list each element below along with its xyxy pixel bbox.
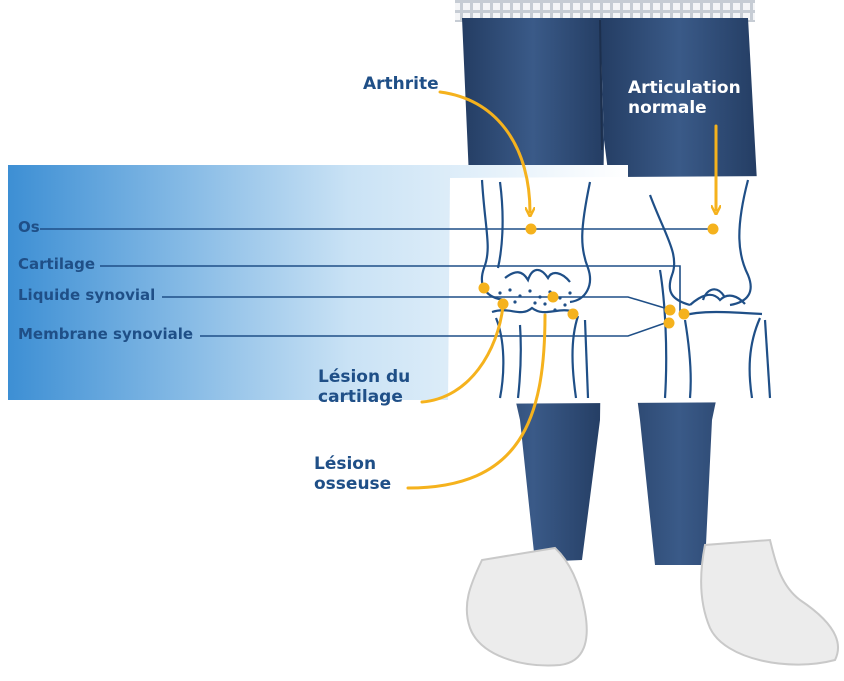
label-articulation-normale-line1: Articulation [628, 79, 741, 99]
label-os: Os [18, 219, 40, 236]
label-articulation-normale-line2: normale [628, 99, 741, 119]
dot-membrane-left [568, 309, 579, 320]
dot-membrane-normal [664, 318, 675, 329]
label-membrane-synoviale: Membrane synoviale [18, 326, 193, 343]
label-lesion-osseuse-line1: Lésion [314, 455, 391, 475]
dot-os-normal [708, 224, 719, 235]
knee-xray-panel [448, 176, 786, 404]
dot-cartilage-left [479, 283, 490, 294]
label-arthrite: Arthrite [363, 75, 439, 95]
label-lesion-osseuse-line2: osseuse [314, 475, 391, 495]
dot-cartilage-normal [679, 309, 690, 320]
right-sneaker [701, 540, 838, 665]
label-lesion-cartilage-line1: Lésion du [318, 368, 410, 388]
dot-liquide-normal [665, 305, 676, 316]
label-cartilage: Cartilage [18, 256, 95, 273]
label-lesion-cartilage: Lésion du cartilage [318, 368, 410, 407]
label-lesion-cartilage-line2: cartilage [318, 388, 410, 408]
dot-bone-lesion [548, 292, 559, 303]
dot-cartilage-lesion [498, 299, 509, 310]
dot-os-arthrite [526, 224, 537, 235]
label-articulation-normale: Articulation normale [628, 79, 741, 118]
left-sneaker [467, 548, 587, 665]
label-lesion-osseuse: Lésion osseuse [314, 455, 391, 494]
label-liquide-synovial: Liquide synovial [18, 287, 155, 304]
